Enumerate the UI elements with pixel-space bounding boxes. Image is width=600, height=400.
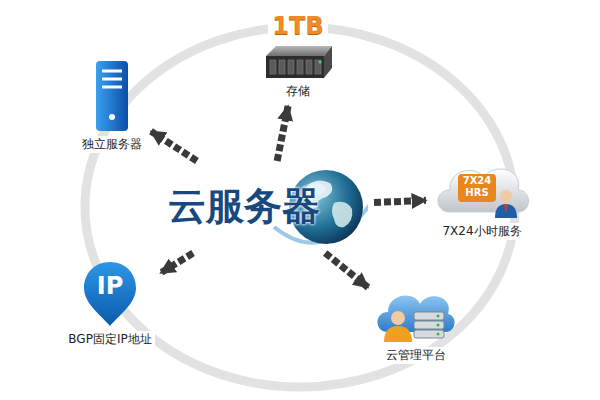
arrow-connector <box>325 253 368 287</box>
icon-frame <box>262 42 334 80</box>
icon-frame: 云服务器 <box>168 167 368 247</box>
drive-bay <box>270 60 276 74</box>
cloud-shape <box>438 169 529 212</box>
rack-front <box>266 56 324 78</box>
person-head <box>500 190 512 202</box>
server-slot <box>102 70 122 73</box>
node-icon <box>262 42 334 80</box>
person-tie <box>504 204 508 214</box>
server-slot <box>102 78 122 81</box>
drive-bay <box>315 60 321 74</box>
server-unit <box>414 321 444 329</box>
arrow-connector <box>277 106 288 161</box>
status-led <box>437 333 440 336</box>
icon-text: IP <box>82 272 138 300</box>
node-icon <box>92 59 132 133</box>
drive-bay <box>297 60 303 74</box>
support-service-node: 7X24 HRS 7X24小时服务 <box>432 156 532 240</box>
icon-frame <box>92 59 132 133</box>
server-body <box>96 61 128 131</box>
status-led <box>437 315 440 318</box>
person-body <box>495 204 517 218</box>
status-led <box>437 324 440 327</box>
person-body <box>384 326 412 342</box>
icon-text: 7X24 HRS <box>458 175 496 199</box>
capacity-label: 1TB <box>268 12 327 40</box>
server-unit <box>414 312 444 320</box>
server-button <box>109 114 115 120</box>
cloud-server-hub: 云服务器 <box>168 167 368 247</box>
icon-text: 云服务器 <box>168 183 328 229</box>
drive-bay <box>279 60 285 74</box>
globe-land <box>332 202 352 227</box>
icon-frame: 7X24 HRS <box>432 156 532 220</box>
rack-side <box>324 46 332 78</box>
node-caption: BGP固定IP地址 <box>65 331 154 348</box>
drive-bay <box>306 60 312 74</box>
bgp-ip-node: IP BGP固定IP地址 <box>65 260 154 348</box>
node-caption: 独立服务器 <box>79 136 145 153</box>
node-caption: 7X24小时服务 <box>439 223 524 240</box>
storage-node: 1TB 存储 <box>262 12 334 100</box>
node-icon <box>374 288 458 344</box>
arrow-connector <box>161 253 193 273</box>
cloud-shape <box>378 296 455 332</box>
dedicated-server-node: 独立服务器 <box>79 59 145 153</box>
hours-badge <box>458 174 496 202</box>
rack-top <box>266 46 332 56</box>
status-led <box>319 61 322 64</box>
node-caption: 云管理平台 <box>383 347 449 364</box>
node-caption: 存储 <box>283 83 313 100</box>
connector-layer <box>151 106 426 287</box>
server-slot <box>102 86 122 89</box>
cloud-management-node: 云管理平台 <box>374 288 458 364</box>
arrow-connector <box>374 200 426 202</box>
person-head <box>391 311 405 325</box>
server-unit <box>414 330 444 338</box>
icon-frame: IP <box>82 260 138 328</box>
icon-frame <box>374 288 458 344</box>
arrow-connector <box>151 131 197 161</box>
drive-bay <box>288 60 294 74</box>
